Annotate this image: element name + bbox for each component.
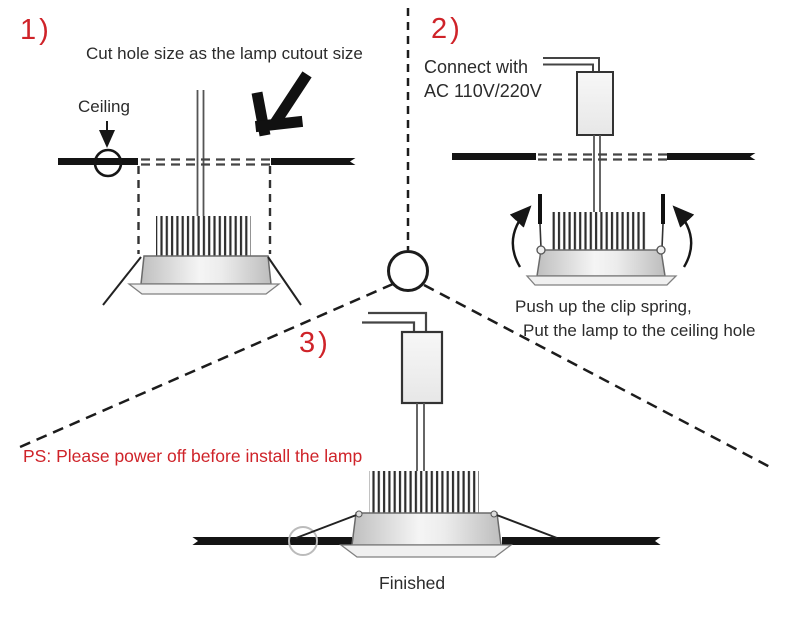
hole-edge-circle bbox=[288, 526, 318, 556]
ceiling-line-left bbox=[192, 537, 352, 545]
ceiling-line-right bbox=[502, 537, 661, 545]
clip-spring-right bbox=[493, 513, 558, 539]
step2-drawing bbox=[452, 57, 757, 286]
clip-spring-left bbox=[295, 513, 360, 539]
clip-pivot-left bbox=[536, 245, 546, 255]
step1-instruction: Cut hole size as the lamp cutout size bbox=[86, 44, 363, 63]
ceiling-end-notch-left bbox=[191, 536, 198, 546]
lamp-body bbox=[536, 249, 666, 277]
lamp-trim bbox=[127, 283, 281, 295]
lamp-heatsink bbox=[156, 216, 251, 256]
step3-number: 3) bbox=[299, 327, 331, 359]
ceiling-hole-dashes bbox=[141, 158, 270, 166]
lamp-wires bbox=[196, 90, 205, 218]
cutout-outline-dashed bbox=[137, 166, 272, 254]
divider-diagonal-left bbox=[19, 282, 394, 449]
clip-spring-left bbox=[102, 256, 142, 306]
lamp-wires bbox=[416, 403, 425, 472]
lamp-wires bbox=[593, 135, 601, 213]
ceiling-line-left bbox=[452, 153, 536, 160]
clip-spring-left bbox=[538, 194, 542, 249]
clip-pivot-left bbox=[355, 510, 363, 518]
driver-box bbox=[576, 71, 614, 136]
step2-instruction-line2: AC 110V/220V bbox=[424, 81, 542, 101]
ceiling-line-left bbox=[58, 158, 138, 165]
lamp-body bbox=[140, 255, 272, 285]
ceiling-line-right bbox=[667, 153, 756, 160]
lamp-trim bbox=[525, 275, 678, 286]
ceiling-end-notch-right bbox=[655, 536, 662, 546]
lamp-heatsink bbox=[369, 471, 479, 513]
clip-spring-right bbox=[267, 256, 302, 306]
step3-drawing bbox=[191, 311, 662, 558]
driver-box bbox=[400, 330, 444, 405]
clip-spring-right bbox=[661, 194, 665, 249]
ceiling-hole-dashes bbox=[538, 153, 667, 161]
step2-note-line2: Put the lamp to the ceiling hole bbox=[523, 321, 756, 340]
step2-instruction-line1: Connect with bbox=[424, 57, 529, 77]
down-left-arrow-icon bbox=[251, 71, 312, 137]
ceiling-end-notch bbox=[750, 152, 757, 161]
step2-number: 2) bbox=[431, 13, 463, 45]
finished-caption: Finished bbox=[379, 573, 446, 593]
rotation-arrow-left-icon bbox=[509, 205, 532, 268]
ceiling-end-notch bbox=[350, 157, 357, 166]
power-off-warning: PS: Please power off before install the … bbox=[23, 446, 363, 466]
step1-drawing bbox=[58, 71, 357, 306]
divider-diagonal-right bbox=[423, 283, 771, 469]
ceiling-line-right bbox=[271, 158, 356, 165]
power-input-wires bbox=[543, 57, 600, 73]
lamp-trim bbox=[339, 544, 513, 558]
step1-number: 1) bbox=[20, 14, 52, 46]
ceiling-label: Ceiling bbox=[78, 97, 130, 116]
clip-pivot-right bbox=[656, 245, 666, 255]
power-input-wires bbox=[362, 311, 428, 333]
lamp-heatsink bbox=[552, 212, 646, 250]
clip-pivot-right bbox=[490, 510, 498, 518]
section-dividers bbox=[19, 8, 771, 469]
rotation-arrow-right-icon bbox=[672, 205, 695, 268]
junction-circle bbox=[387, 250, 429, 292]
lamp-body bbox=[351, 512, 502, 546]
ceiling-marker-circle bbox=[93, 148, 123, 178]
step2-note-line1: Push up the clip spring, bbox=[515, 297, 692, 316]
